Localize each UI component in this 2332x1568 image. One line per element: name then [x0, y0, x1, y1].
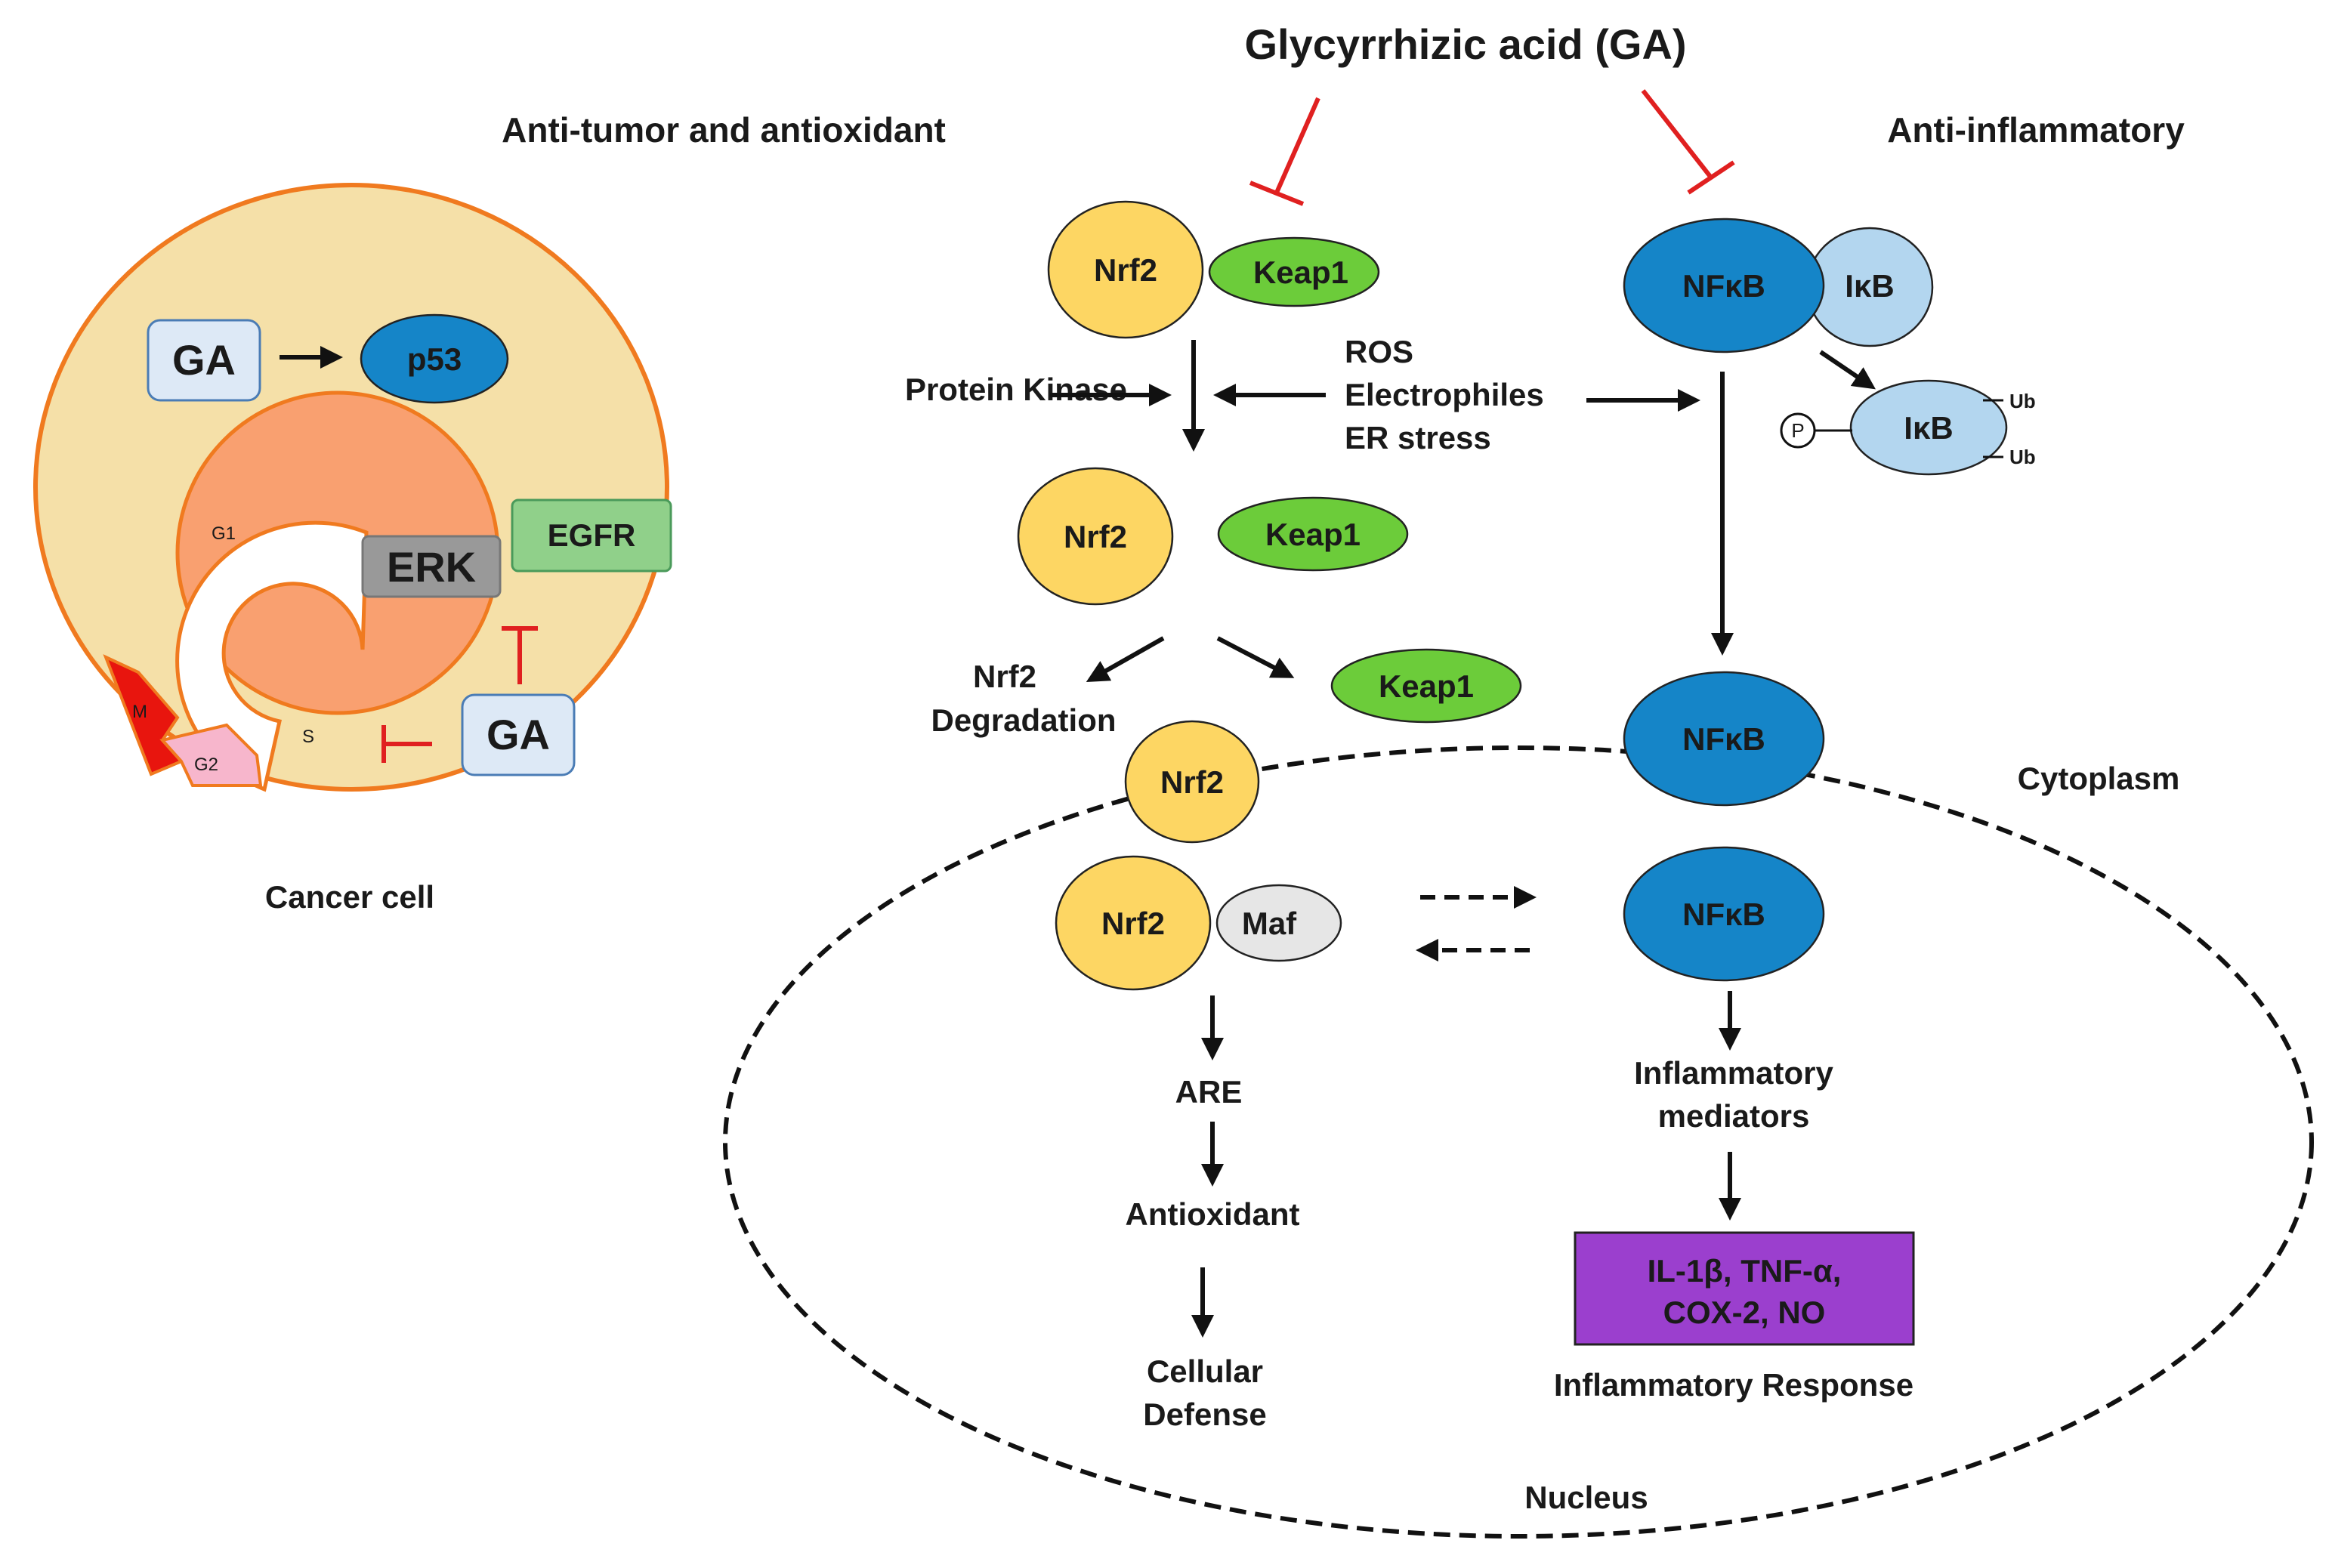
phospho-label: P: [1791, 419, 1804, 442]
nrf2-free-label: Nrf2: [1064, 519, 1127, 554]
nrf2-translocating-label: Nrf2: [1160, 764, 1224, 800]
nfkb-node-nuclear: [1623, 846, 1825, 982]
heading-antiinflammatory: Anti-inflammatory: [1887, 110, 2185, 150]
stimulus-electrophiles: Electrophiles: [1345, 377, 1544, 412]
cytokines-line1: IL-1β, TNF-α,: [1648, 1253, 1842, 1289]
cancer-cell-caption: Cancer cell: [265, 879, 434, 915]
nrf2-node-bound: [1047, 200, 1204, 339]
cancer-cell: G1 S M G2 GA p53 ERK EGFR GA: [33, 183, 672, 792]
inflammatory-response-label: Inflammatory Response: [1554, 1367, 1913, 1403]
keap1-bound-label: Keap1: [1253, 255, 1348, 290]
phase-g2-segment: [159, 723, 263, 787]
nfkb-bound-label: NFκB: [1682, 268, 1765, 304]
ga-box-top-label: GA: [172, 336, 236, 384]
ga-box-bottom-label: GA: [486, 711, 550, 758]
protein-kinase-label: Protein Kinase: [905, 372, 1127, 407]
nfkb-node-bound: [1623, 218, 1825, 353]
nfkb-nuclear-label: NFκB: [1682, 897, 1765, 932]
ga-box-top: [147, 319, 261, 402]
cytoplasm-label: Cytoplasm: [2018, 761, 2180, 796]
p53-node: [360, 313, 509, 404]
ikb-bound-label: IκB: [1845, 268, 1894, 304]
antioxidant-label: Antioxidant: [1126, 1196, 1300, 1232]
phospho-circle: [1780, 412, 1816, 449]
ga-box-bottom: [461, 693, 576, 776]
heading-antitumor: Anti-tumor and antioxidant: [502, 110, 946, 150]
maf-label: Maf: [1242, 906, 1297, 941]
cytokines-line2: COX-2, NO: [1663, 1295, 1826, 1330]
maf-node: [1215, 884, 1342, 962]
p53-label: p53: [407, 341, 462, 377]
nrf2-node-translocating: [1124, 720, 1260, 844]
nrf2-bound-label: Nrf2: [1094, 252, 1157, 288]
egfr-label: EGFR: [548, 517, 636, 553]
phase-g1-label: G1: [212, 523, 236, 544]
ga-inhibits-erk: [502, 626, 538, 684]
degradation-line2: Degradation: [931, 702, 1116, 738]
nucleus-boundary: [723, 745, 2314, 1539]
cell-cycle-ring: [175, 520, 369, 792]
nucleus-label: Nucleus: [1524, 1480, 1648, 1515]
cytokine-box: [1574, 1231, 1915, 1346]
stimulus-er-stress: ER stress: [1345, 420, 1491, 455]
nfkb-node-translocating: [1623, 671, 1825, 807]
nrf2-node-free: [1017, 467, 1174, 606]
phase-m-label: M: [132, 702, 147, 722]
ikb-released-label: IκB: [1904, 410, 1953, 446]
nfkb-translocating-label: NFκB: [1682, 721, 1765, 757]
phase-s-label: S: [302, 727, 314, 747]
keap1-node-released: [1330, 648, 1522, 724]
nrf2-nuclear-label: Nrf2: [1101, 906, 1165, 941]
ga-inhibits-cell-cycle: [381, 725, 432, 763]
ub-top-label: Ub: [2009, 390, 2036, 412]
keap1-released-label: Keap1: [1379, 668, 1474, 704]
are-label: ARE: [1175, 1074, 1243, 1110]
keap1-node-bound: [1208, 236, 1380, 307]
defense-line2: Defense: [1143, 1397, 1266, 1432]
erk-box: [361, 535, 502, 598]
diagram-title: Glycyrrhizic acid (GA): [1244, 20, 1686, 68]
ga-inhibits-nfkb: [1641, 89, 1735, 195]
egfr-box: [511, 498, 672, 573]
keap1-node-free: [1217, 496, 1409, 572]
degradation-line1: Nrf2: [973, 659, 1036, 694]
phase-g2-label: G2: [194, 755, 218, 775]
mediators-line1: Inflammatory: [1634, 1055, 1833, 1091]
ga-inhibits-keap1: [1249, 97, 1320, 206]
mediators-line2: mediators: [1658, 1098, 1810, 1134]
stimulus-ros: ROS: [1345, 334, 1413, 369]
nrf2-node-nuclear: [1055, 855, 1212, 991]
ikb-node-released: [1849, 379, 2008, 476]
ub-bottom-label: Ub: [2009, 446, 2036, 468]
erk-label: ERK: [387, 543, 476, 591]
defense-line1: Cellular: [1147, 1353, 1263, 1389]
keap1-free-label: Keap1: [1265, 517, 1361, 552]
